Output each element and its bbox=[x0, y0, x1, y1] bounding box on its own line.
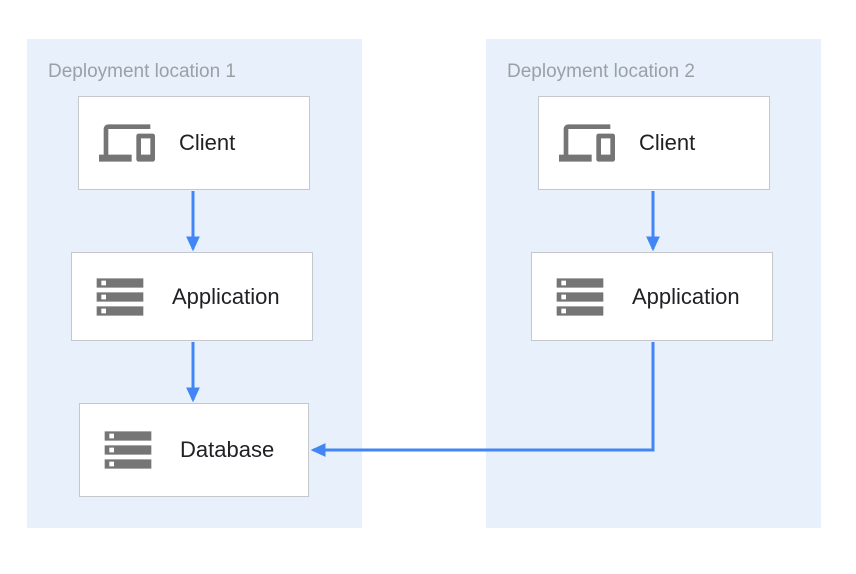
storage-icon bbox=[100, 422, 156, 478]
devices-icon bbox=[559, 115, 615, 171]
storage-icon bbox=[92, 269, 148, 325]
node-application-2: Application bbox=[531, 252, 773, 341]
node-client-2: Client bbox=[538, 96, 770, 190]
node-label: Application bbox=[632, 283, 740, 309]
devices-icon bbox=[99, 115, 155, 171]
node-label: Client bbox=[639, 130, 696, 155]
node-label: Client bbox=[179, 130, 236, 155]
node-label: Application bbox=[172, 283, 280, 309]
panel-title-1: Deployment location 1 bbox=[48, 61, 236, 82]
node-database-1: Database bbox=[79, 403, 309, 497]
storage-icon bbox=[552, 269, 608, 325]
node-label: Database bbox=[180, 437, 275, 462]
node-client-1: Client bbox=[78, 96, 310, 190]
panel-title-2: Deployment location 2 bbox=[507, 61, 695, 82]
node-application-1: Application bbox=[71, 252, 313, 341]
